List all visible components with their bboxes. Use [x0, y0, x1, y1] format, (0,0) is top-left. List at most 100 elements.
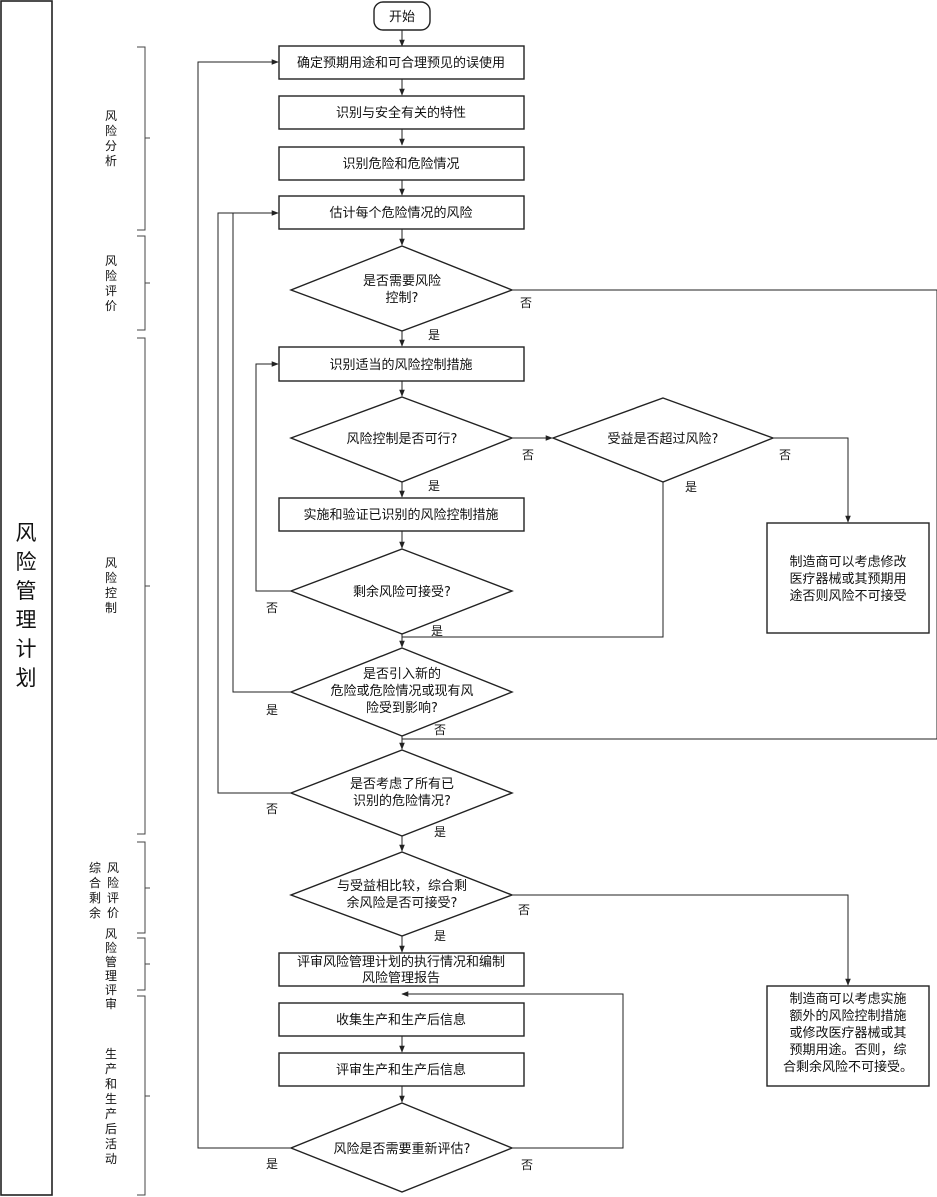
overall-acceptable-line2: 余风险是否可接受? — [347, 895, 458, 911]
phase-char: 活 — [105, 1137, 117, 1151]
intended-use-label: 确定预期用途和可合理预见的误使用 — [297, 55, 505, 71]
phase-char: 风 — [105, 927, 117, 941]
phase-char: 风 — [105, 109, 117, 123]
phase-char: 风 — [105, 254, 117, 268]
review-info-box: 评审生产和生产后信息 — [278, 1052, 525, 1087]
new-hazards-line2: 危险或危险情况或现有风 — [330, 684, 473, 699]
control-feasible-decision: 风险控制是否可行? — [289, 396, 514, 483]
overall-acceptable-line1: 与受益相比较，综合剩 — [337, 879, 467, 894]
review-report-box: 评审风险管理计划的执行情况和编制 风险管理报告 — [278, 952, 525, 987]
reassess-decision: 风险是否需要重新评估? — [289, 1102, 514, 1193]
phase-label-production: 生 产 和 生 产 后 活 动 — [105, 1047, 117, 1166]
branch-label-no: 否 — [522, 448, 534, 462]
need-control-decision: 是否需要风险 控制? — [289, 245, 514, 332]
phase-char: 余 — [89, 905, 101, 920]
phase-char: 剩 — [89, 891, 101, 905]
review-report-line1: 评审风险管理计划的执行情况和编制 — [297, 954, 505, 970]
phase-char: 后 — [105, 1122, 117, 1136]
identify-measures-box: 识别适当的风险控制措施 — [278, 346, 525, 382]
safety-features-box: 识别与安全有关的特性 — [278, 95, 525, 130]
estimate-risk-label: 估计每个危险情况的风险 — [329, 205, 472, 221]
branch-label-yes: 是 — [266, 703, 278, 717]
side-title: 风 险 管 理 计 划 — [16, 521, 37, 690]
branch-label-yes: 是 — [428, 479, 440, 493]
need-control-line2: 控制? — [386, 291, 419, 306]
residual-acceptable-label: 剩余风险可接受? — [353, 584, 451, 600]
phase-label-review: 风 险 管 理 评 审 — [105, 927, 117, 1011]
phase-label-residual: 综 合 剩 余 风 险 评 价 — [89, 861, 119, 920]
intended-use-box: 确定预期用途和可合理预见的误使用 — [278, 45, 525, 80]
phase-char: 理 — [105, 969, 117, 983]
phase-char: 制 — [105, 601, 117, 615]
branch-label-no: 否 — [434, 723, 446, 737]
side-title-panel — [0, 0, 53, 1196]
side-title-char: 划 — [16, 666, 37, 690]
all-considered-decision: 是否考虑了所有已 识别的危险情况? — [289, 749, 514, 837]
phase-char: 合 — [89, 875, 101, 890]
branch-label-yes: 是 — [428, 328, 440, 342]
note2-line4: 预期用途。否则，综 — [789, 1042, 906, 1058]
safety-features-label: 识别与安全有关的特性 — [336, 105, 466, 121]
collect-info-box: 收集生产和生产后信息 — [278, 1002, 525, 1037]
benefit-exceeds-label: 受益是否超过风险? — [608, 432, 719, 447]
phase-char: 产 — [105, 1062, 117, 1076]
phase-char: 审 — [105, 996, 117, 1011]
phase-char: 评 — [105, 983, 117, 997]
phase-label-evaluation: 风 险 评 价 — [105, 254, 117, 313]
phase-char: 评 — [105, 284, 117, 298]
hazards-label: 识别危险和危险情况 — [342, 157, 459, 172]
side-title-char: 风 — [16, 521, 37, 545]
phase-brackets — [137, 46, 150, 1196]
benefit-exceeds-decision: 受益是否超过风险? — [551, 397, 775, 483]
note1-line3: 途否则风险不可接受 — [789, 588, 906, 604]
reassess-label: 风险是否需要重新评估? — [334, 1141, 471, 1157]
note2-line2: 额外的风险控制措施 — [789, 1008, 906, 1024]
branch-label-no: 否 — [521, 1158, 533, 1172]
start-label: 开始 — [389, 10, 415, 25]
phase-char: 价 — [107, 906, 119, 920]
phase-char: 风 — [105, 556, 117, 570]
branch-label-yes: 是 — [434, 825, 446, 839]
phase-char: 综 — [89, 861, 101, 875]
new-hazards-line3: 险受到影响? — [366, 700, 438, 716]
phase-char: 产 — [105, 1107, 117, 1121]
hazards-box: 识别危险和危险情况 — [278, 146, 525, 181]
new-hazards-line1: 是否引入新的 — [363, 666, 441, 682]
connectors — [197, 30, 937, 1149]
branch-label-no: 否 — [520, 296, 532, 310]
all-considered-line1: 是否考虑了所有已 — [350, 777, 454, 792]
phase-char: 生 — [105, 1092, 117, 1106]
need-control-line1: 是否需要风险 — [363, 274, 441, 289]
phase-label-control: 风 险 控 制 — [105, 556, 117, 615]
phase-char: 控 — [105, 586, 117, 600]
branch-label-no: 否 — [518, 903, 530, 917]
phase-char: 风 — [107, 861, 119, 875]
note1-line2: 医疗器械或其预期用 — [789, 572, 906, 587]
side-title-char: 理 — [16, 608, 37, 632]
phase-char: 生 — [105, 1047, 117, 1061]
phase-char: 和 — [105, 1077, 117, 1091]
branch-label-yes: 是 — [431, 624, 443, 638]
phase-char: 险 — [105, 123, 117, 138]
branch-label-no: 否 — [266, 802, 278, 816]
implement-verify-label: 实施和验证已识别的风险控制措施 — [303, 507, 498, 523]
branch-label-yes: 是 — [266, 1157, 278, 1171]
branch-label-no: 否 — [779, 448, 791, 462]
phase-label-analysis: 风 险 分 析 — [105, 109, 117, 168]
phase-char: 险 — [107, 875, 119, 890]
phase-char: 险 — [105, 268, 117, 283]
review-report-line2: 风险管理报告 — [362, 971, 440, 986]
note2-line1: 制造商可以考虑实施 — [789, 992, 906, 1007]
new-hazards-decision: 是否引入新的 危险或危险情况或现有风 险受到影响? — [289, 647, 514, 737]
phase-char: 价 — [105, 299, 117, 313]
note2-line5: 合剩余风险不可接受。 — [783, 1059, 913, 1075]
side-title-char: 管 — [16, 579, 37, 603]
control-feasible-label: 风险控制是否可行? — [347, 432, 458, 447]
phase-char: 动 — [105, 1152, 117, 1166]
phase-char: 管 — [105, 954, 117, 969]
start-node: 开始 — [373, 1, 431, 31]
note-modify-device-box: 制造商可以考虑修改 医疗器械或其预期用 途否则风险不可接受 — [766, 522, 930, 634]
note2-line3: 或修改医疗器械或其 — [789, 1026, 906, 1041]
estimate-risk-box: 估计每个危险情况的风险 — [278, 195, 525, 230]
